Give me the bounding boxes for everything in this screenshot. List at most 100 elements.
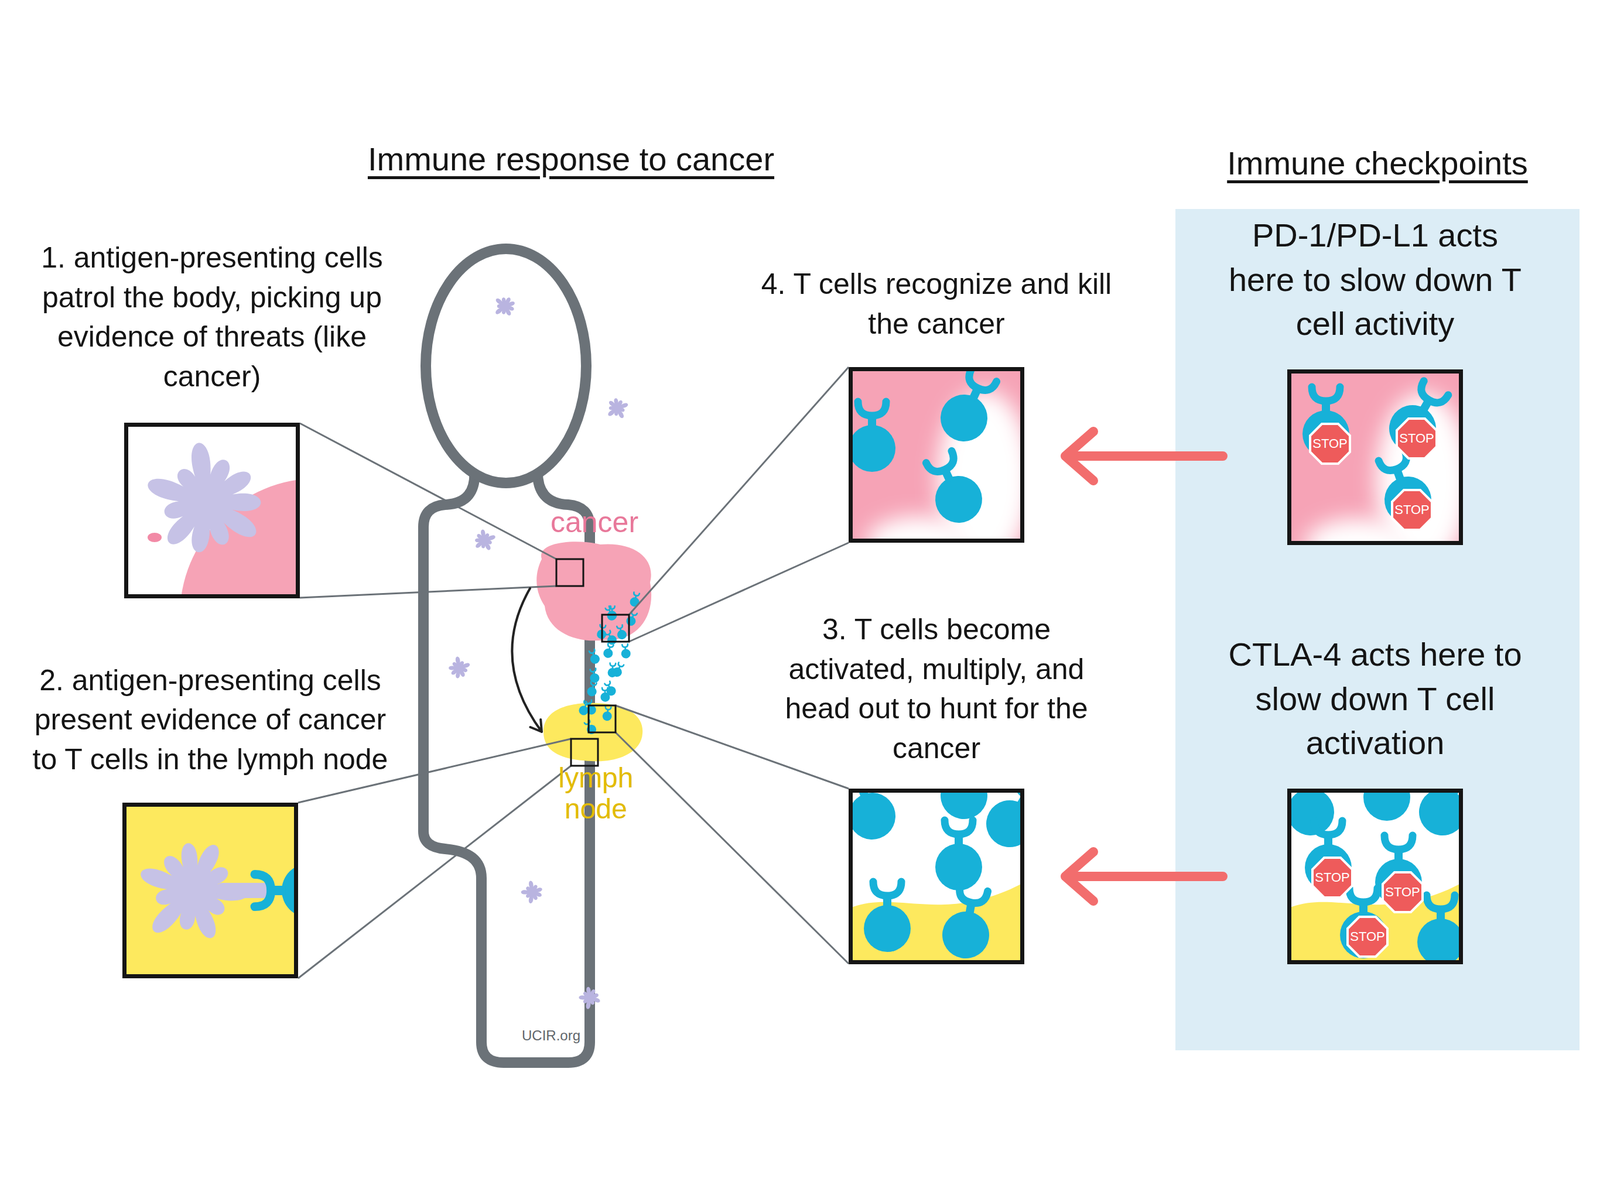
t-cell bbox=[1417, 895, 1459, 961]
t-cell bbox=[852, 401, 896, 473]
inset-art-local bbox=[140, 843, 294, 939]
presenting-arm bbox=[216, 883, 272, 899]
t-cell-shape bbox=[852, 401, 896, 473]
t-cell-shape bbox=[1304, 821, 1352, 892]
inset-art bbox=[126, 807, 294, 975]
antigen-presenting-cell bbox=[147, 442, 261, 553]
stop-octagon-fill bbox=[1396, 418, 1437, 459]
antigen-presenting-cell bbox=[578, 987, 600, 1010]
leader-line bbox=[615, 705, 849, 789]
t-cell-shape bbox=[1302, 387, 1350, 458]
inset-art-local bbox=[147, 442, 296, 595]
t-cell-shape bbox=[624, 610, 639, 628]
t-cell bbox=[582, 719, 598, 737]
stop-sign: STOP bbox=[1346, 915, 1389, 959]
t-cell-shape bbox=[628, 592, 642, 608]
tumour-gap bbox=[1304, 518, 1411, 542]
t-cell-shape bbox=[1363, 792, 1411, 822]
t-cell bbox=[1302, 387, 1350, 458]
region-label: cancer bbox=[530, 506, 659, 539]
t-cell bbox=[917, 447, 990, 532]
zoom-square bbox=[556, 559, 584, 587]
watermark: UCIR.org bbox=[509, 1027, 593, 1045]
leader-line bbox=[615, 732, 849, 964]
t-cell-shape bbox=[977, 792, 1021, 857]
t-cell bbox=[852, 792, 902, 847]
t-cell bbox=[614, 624, 628, 641]
t-cell bbox=[1304, 821, 1352, 892]
head-outline bbox=[425, 248, 587, 484]
t-cell-shape bbox=[938, 884, 998, 961]
t-cell bbox=[1363, 792, 1411, 822]
t-cell bbox=[1339, 888, 1387, 959]
t-cell-shape bbox=[586, 681, 599, 698]
t-cell bbox=[1375, 835, 1422, 907]
t-cell bbox=[602, 643, 615, 660]
arrow-connector bbox=[511, 588, 542, 733]
step-caption: 2. antigen-presenting cells present evid… bbox=[22, 661, 398, 781]
t-cell-shape bbox=[620, 644, 631, 660]
step-caption: CTLA-4 acts here to slow down T cell act… bbox=[1216, 632, 1534, 766]
stop-octagon-fill bbox=[1382, 872, 1423, 913]
stop-octagon-fill bbox=[1392, 490, 1432, 531]
t-cell bbox=[938, 884, 998, 961]
t-cell bbox=[628, 592, 642, 608]
inset-art-local bbox=[1291, 792, 1459, 961]
t-cell-shape bbox=[1417, 895, 1459, 961]
t-cell bbox=[586, 681, 599, 698]
region-fill bbox=[536, 541, 652, 641]
t-cell bbox=[603, 605, 618, 622]
antigen-presenting-cell bbox=[607, 398, 628, 419]
t-cell bbox=[1380, 376, 1456, 461]
arrow-connector bbox=[1065, 431, 1223, 481]
stop-text: STOP bbox=[1312, 437, 1348, 451]
inset-art bbox=[852, 371, 1021, 539]
inset-art-local bbox=[852, 792, 1021, 961]
stop-sign: STOP bbox=[1308, 422, 1352, 466]
t-cell bbox=[603, 680, 618, 698]
t-cell bbox=[254, 863, 294, 918]
stop-text: STOP bbox=[1314, 871, 1350, 885]
antigen-presenting-cell bbox=[521, 881, 543, 904]
antigen-presenting-cell bbox=[495, 297, 515, 316]
lymph-node-region: lymph node bbox=[541, 699, 651, 847]
step-caption: PD-1/PD-L1 acts here to slow down T cell… bbox=[1216, 213, 1534, 347]
step-caption: 4. T cells recognize and kill the cancer bbox=[737, 264, 1136, 344]
panel-heading: Immune checkpoints bbox=[1175, 141, 1580, 186]
region-label: lymph node bbox=[541, 763, 651, 826]
stop-octagon-fill bbox=[1347, 917, 1388, 957]
leader-line bbox=[628, 367, 849, 615]
t-cell-shape bbox=[935, 820, 983, 891]
stop-text: STOP bbox=[1349, 930, 1386, 944]
lymph-node-tissue bbox=[852, 882, 1021, 961]
t-cell-shape bbox=[1380, 376, 1456, 461]
t-cell-shape bbox=[917, 447, 990, 532]
stop-text: STOP bbox=[1385, 886, 1421, 899]
step-caption: 3. T cells become activated, multiply, a… bbox=[760, 610, 1113, 769]
t-cell bbox=[977, 792, 1021, 857]
step-caption: 1. antigen-presenting cells patrol the b… bbox=[18, 238, 406, 397]
t-cell-shape bbox=[1369, 448, 1438, 531]
t-cell bbox=[1369, 448, 1438, 531]
t-cell bbox=[602, 706, 614, 722]
t-cell-shape bbox=[602, 643, 615, 660]
stop-octagon-fill bbox=[1310, 424, 1350, 464]
inset-art-local bbox=[1302, 376, 1459, 542]
t-cell bbox=[624, 610, 639, 628]
zoom-square bbox=[602, 614, 629, 642]
t-cell-shape bbox=[603, 680, 618, 698]
stop-sign: STOP bbox=[1395, 417, 1438, 460]
inset-art bbox=[852, 792, 1021, 961]
t-cell-shape bbox=[582, 719, 598, 737]
t-cell bbox=[932, 371, 1005, 450]
t-cell bbox=[587, 648, 601, 666]
t-cell-shape bbox=[852, 792, 902, 847]
t-cell-shape bbox=[1375, 835, 1422, 907]
t-cell bbox=[863, 881, 911, 953]
leader-line bbox=[299, 586, 557, 598]
antigen-presenting-cell bbox=[474, 530, 496, 551]
t-cell bbox=[587, 668, 600, 685]
leader-line bbox=[298, 739, 572, 803]
arrow-connector bbox=[1065, 852, 1223, 902]
stop-text: STOP bbox=[1394, 503, 1430, 517]
